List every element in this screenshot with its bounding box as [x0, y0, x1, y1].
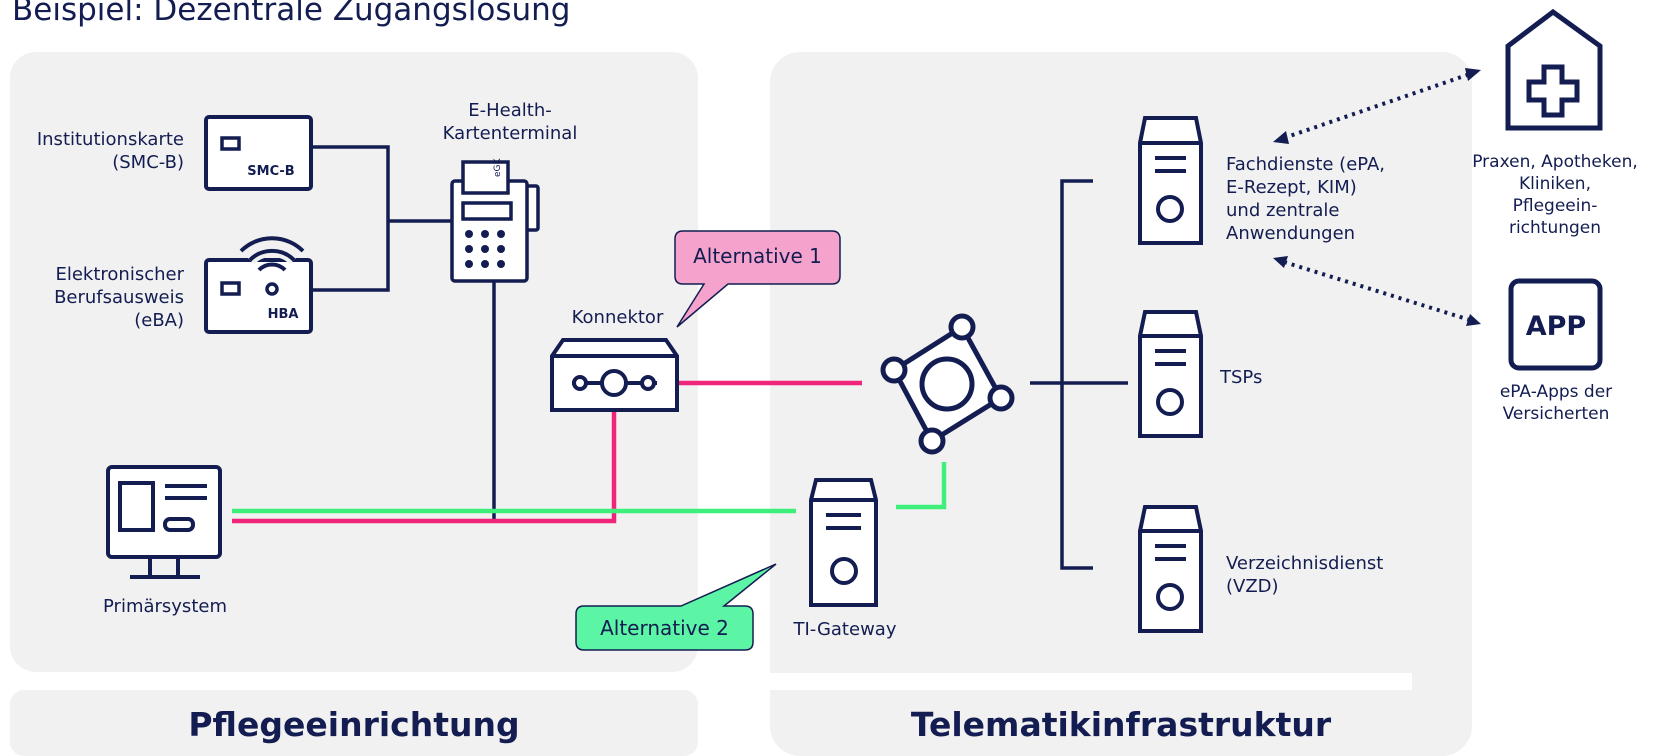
card-terminal-connector [313, 145, 496, 522]
ti-gateway-server-icon [809, 478, 878, 607]
arrow-heads [1273, 68, 1481, 326]
dotted-connections [1283, 72, 1471, 322]
hba-card-icon: HBA [204, 236, 313, 334]
konnektor-icon [550, 338, 679, 412]
pflegeeinrichtung-label-panel [10, 690, 698, 756]
ti-network-hub-icon [880, 313, 1015, 455]
tsps-server-icon [1138, 310, 1203, 438]
fachdienste-server-icon [1138, 116, 1203, 245]
app-icon: APP [1508, 278, 1603, 371]
telematik-panel [770, 52, 1472, 756]
smcb-card-icon: SMC-B [204, 115, 313, 191]
alternative-1-bubble [674, 230, 841, 328]
vzd-label: Verzeichnisdienst (VZD) [1226, 553, 1384, 597]
primaersystem-icon [106, 465, 222, 579]
vzd-server-icon [1138, 505, 1203, 633]
green-connection-line [232, 462, 947, 514]
terminal-card-text: eGK [493, 157, 503, 177]
pink-connection-line [232, 380, 862, 524]
section-telematikinfrastruktur: Telematikinfrastruktur [910, 705, 1332, 744]
eba-label: Elektronischer Berufsausweis (eBA) [54, 264, 184, 331]
ti-bracket [1030, 179, 1128, 570]
konnektor-label: Konnektor [571, 307, 664, 328]
ti-gateway-label: TI-Gateway [793, 619, 897, 640]
page-title: Beispiel: Dezentrale Zugangslösung [12, 0, 571, 28]
primaersystem-label: Primärsystem [103, 596, 227, 617]
alternative-2-text: Alternative 2 [600, 616, 729, 640]
alternative-1-text: Alternative 1 [693, 244, 822, 268]
terminal-label: E-Health- Kartenterminal [442, 100, 578, 144]
app-icon-text: APP [1526, 311, 1586, 342]
alternative-2-bubble [575, 563, 777, 651]
smcb-card-text: SMC-B [247, 164, 294, 179]
section-pflegeeinrichtung: Pflegeeinrichtung [188, 705, 520, 744]
hba-card-text: HBA [268, 307, 299, 322]
smcb-label: Institutionskarte (SMC-B) [36, 129, 184, 173]
praxen-house-icon [1505, 8, 1603, 131]
card-terminal-icon: eGK [450, 157, 540, 283]
praxen-label: Praxen, Apotheken, Kliniken, Pflegeein- … [1472, 152, 1638, 238]
app-label: ePA-Apps der Versicherten [1499, 382, 1613, 424]
fachdienste-label: Fachdienste (ePA, E-Rezept, KIM) und zen… [1226, 154, 1386, 244]
panel-separator [760, 673, 1412, 690]
tsps-label: TSPs [1220, 367, 1263, 388]
